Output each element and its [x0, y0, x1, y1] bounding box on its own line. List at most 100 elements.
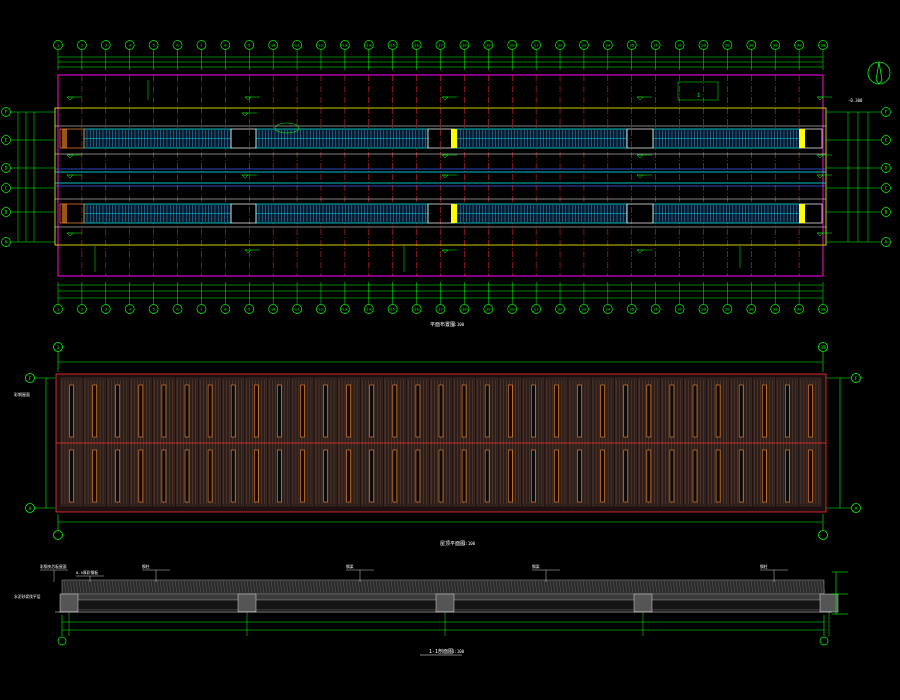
roof-hatch-line	[483, 580, 487, 594]
skylight-top	[369, 384, 375, 438]
roof-hatch-line	[201, 580, 205, 594]
skylight-top	[277, 384, 282, 438]
roof-hatch-line	[525, 580, 529, 594]
plan-corridors	[55, 125, 826, 228]
axis-bubble	[698, 304, 709, 314]
skylight-top	[808, 384, 813, 438]
axis-bubble-label: 15	[390, 43, 395, 48]
roof-hatch-line	[696, 580, 700, 594]
roof-hatch-line	[639, 580, 643, 594]
roof-end-axis: 33	[818, 342, 828, 540]
roof-hatch-line	[651, 580, 655, 594]
axis-bubble	[818, 40, 828, 50]
roof-hatch-line	[246, 580, 250, 594]
roof-hatch-line	[414, 580, 418, 594]
row-bubble-right	[881, 237, 891, 247]
roof-bay	[291, 377, 314, 507]
axis-bubble-label: 29	[725, 43, 730, 48]
skylight-top	[415, 384, 421, 438]
roof-hatch-line	[318, 580, 322, 594]
row-bubble-label: C	[5, 186, 8, 192]
roof-hatch-line	[579, 580, 583, 594]
roof-hatch-line	[216, 580, 220, 594]
roof-hatch-line	[426, 580, 430, 594]
roof-hatch-line	[459, 580, 463, 594]
roof-hatch-line	[660, 580, 664, 594]
roof-hatch-line	[747, 580, 751, 594]
roof-hatch-line	[615, 580, 619, 594]
axis-bubble	[650, 40, 661, 50]
skylight-bottom	[300, 449, 305, 503]
axis-bubble-label: 24	[606, 43, 611, 48]
roof-hatch-line	[750, 580, 754, 594]
axis-bubble-label: 16	[414, 43, 419, 48]
axis-bubble	[124, 304, 135, 314]
section-dimension-lines	[61, 571, 848, 636]
roof-hatch-line	[294, 580, 298, 594]
axis-bubble-label: 28	[701, 307, 706, 312]
axis-bubble-label: 4	[129, 307, 132, 312]
roof-hatch-line	[306, 580, 310, 594]
roof-hatch-line	[144, 580, 148, 594]
axis-bubble-label: 1	[57, 307, 60, 312]
roof-hatch-line	[150, 580, 154, 594]
roof-hatch-line	[609, 580, 613, 594]
roof-hatch-line	[288, 580, 292, 594]
roof-bay	[753, 377, 776, 507]
axis-bubble-label: 13	[343, 43, 348, 48]
roof-hatch-line	[300, 580, 304, 594]
skylight-bottom	[646, 449, 652, 503]
roof-hatch-line	[114, 580, 118, 594]
skylight-top	[92, 384, 97, 438]
roof-hatch-line	[453, 580, 457, 594]
axis-bubble-label: 16	[414, 307, 419, 312]
row-bubble-left	[1, 135, 11, 145]
row-bubble-label: A	[5, 240, 8, 246]
row-bubble-label: B	[5, 210, 8, 216]
section-column-block	[237, 593, 257, 613]
row-bubble-label: F	[5, 110, 8, 116]
roof-hatch-line	[456, 580, 460, 594]
axis-bubble	[746, 304, 757, 314]
skylight-bottom	[507, 449, 513, 503]
skylight-bottom	[277, 449, 282, 503]
roof-hatch-line	[360, 580, 364, 594]
roof-hatch-line	[576, 580, 580, 594]
roof-hatch-line	[741, 580, 745, 594]
skylight-top	[438, 384, 444, 438]
roof-hatch-line	[474, 580, 478, 594]
roof-hatch-line	[372, 580, 376, 594]
roof-hatch-line	[744, 580, 748, 594]
roof-hatch-line	[387, 580, 391, 594]
roof-hatch-line	[810, 580, 814, 594]
roof-hatch-line	[711, 580, 715, 594]
axis-bubble	[626, 40, 637, 50]
roof-hatch-line	[405, 580, 409, 594]
axis-bubble-label: 21	[534, 307, 539, 312]
axis-bubble-label: 30	[749, 307, 754, 312]
roof-hatch-line	[555, 580, 559, 594]
roof-hatch-line	[759, 580, 763, 594]
roof-title: 屋顶平面图	[440, 541, 465, 547]
roof-hatch-line	[417, 580, 421, 594]
roof-hatch-line	[210, 580, 214, 594]
axis-bubble-label: 14	[366, 307, 371, 312]
roof-hatch-line	[432, 580, 436, 594]
skylight-bottom	[808, 449, 813, 503]
roof-hatch-line	[795, 580, 799, 594]
roof-hatch-line	[402, 580, 406, 594]
skylight-bottom	[623, 449, 629, 503]
roof-hatch-line	[147, 580, 151, 594]
axis-bubble	[459, 304, 470, 314]
axis-bubble	[100, 304, 111, 314]
roof-bay	[476, 377, 498, 507]
axis-bubble	[316, 304, 326, 314]
roof-hatch-line	[207, 580, 211, 594]
plan-annotations	[66, 80, 832, 272]
skylight-bottom	[484, 449, 490, 503]
axis-bubble	[387, 40, 398, 50]
axis-bubble-label: 20	[510, 307, 515, 312]
axis-bubble	[818, 304, 828, 314]
roof-hatch-line	[546, 580, 550, 594]
roof-hatch-line	[303, 580, 307, 594]
